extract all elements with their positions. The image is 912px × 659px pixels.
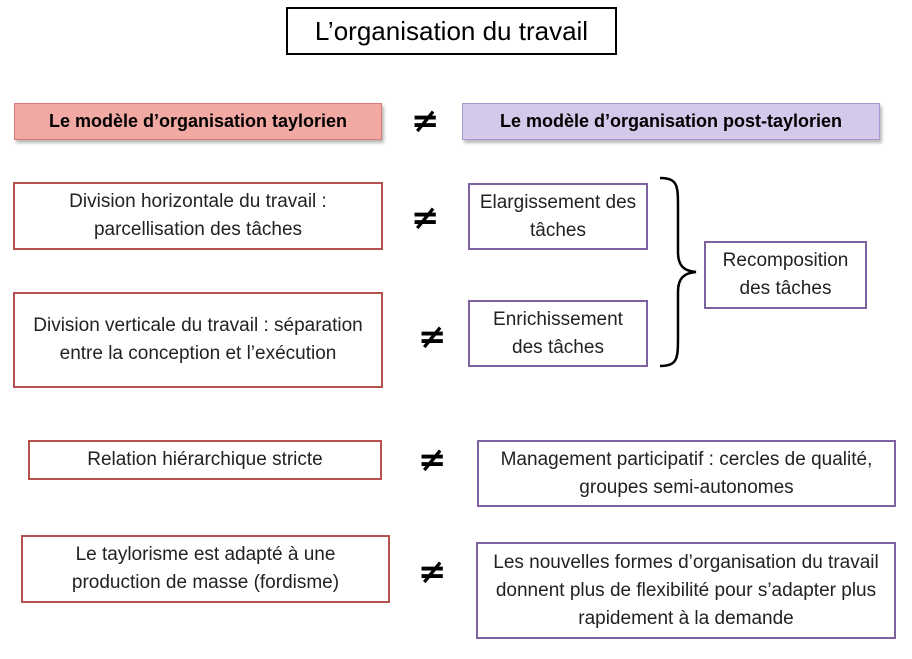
post-taylor-box-flexibility: Les nouvelles formes d’organisation du t…	[476, 542, 896, 639]
post-taylor-box-participative-management: Management participatif : cercles de qua…	[477, 440, 896, 507]
taylor-box-mass-production: Le taylorisme est adapté à une productio…	[21, 535, 390, 603]
taylor-model-header: Le modèle d’organisation taylorien	[14, 103, 382, 140]
not-equal-sign-row-2: ≠	[418, 317, 447, 357]
curly-brace-connector	[659, 176, 697, 368]
post-taylor-box-job-enlargement: Elargissement des tâches	[468, 183, 648, 250]
not-equal-sign-row-1: ≠	[411, 198, 440, 238]
not-equal-sign-row-4: ≠	[418, 552, 447, 592]
taylor-box-strict-hierarchy: Relation hiérarchique stricte	[28, 440, 382, 480]
taylor-box-vertical-division: Division verticale du travail : séparati…	[13, 292, 383, 388]
not-equal-sign-header: ≠	[411, 101, 440, 141]
diagram-title: L’organisation du travail	[286, 7, 617, 55]
recomposition-box: Recomposition des tâches	[704, 241, 867, 309]
not-equal-sign-row-3: ≠	[418, 440, 447, 480]
post-taylor-model-header: Le modèle d’organisation post-taylorien	[462, 103, 880, 140]
taylor-box-horizontal-division: Division horizontale du travail : parcel…	[13, 182, 383, 250]
post-taylor-box-job-enrichment: Enrichissement des tâches	[468, 300, 648, 367]
